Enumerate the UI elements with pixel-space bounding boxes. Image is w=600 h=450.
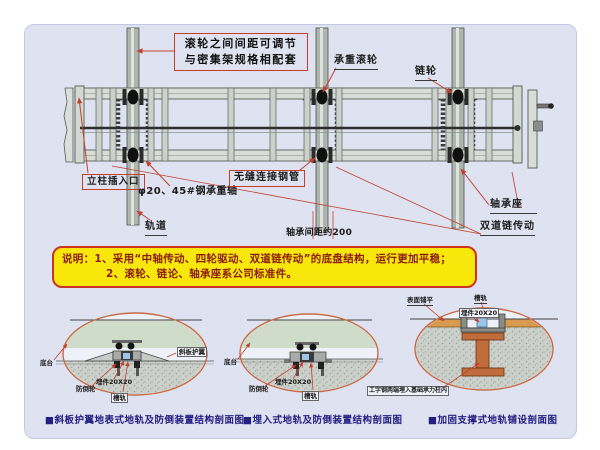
load-rollers	[122, 89, 469, 163]
notice-line1: 说明：1、采用“中轴传动、四轮驱动、双道链传动”的底盘结构，运行更加平稳；	[62, 253, 452, 265]
label-bearing-spacing: 轴承间距约200	[286, 228, 353, 238]
rail-middle	[315, 27, 329, 233]
label-axle-spec: φ20、45#钢承重轴	[138, 186, 238, 197]
label-embedded-base: 底台	[224, 358, 237, 366]
callout-line1: 滚轮之间间距可调节	[184, 37, 298, 50]
drive-chains	[115, 99, 476, 150]
label-reinforced-embed: 埋件20X20	[459, 308, 500, 319]
label-surface-base: 底台	[40, 359, 53, 367]
label-load-roller: 承重滚轮	[334, 55, 378, 70]
label-surface-anti-tilt: 防倒轮	[76, 385, 96, 393]
section-reinforced-rail-art	[410, 301, 558, 391]
label-sprocket: 链轮	[415, 66, 437, 81]
callout-line2: 与密集架规格相配套	[184, 53, 298, 66]
label-track: 轨道	[145, 221, 167, 236]
notice-line2: 2、滚轮、链论、轴承座系公司标准件。	[106, 268, 298, 280]
label-ibeam-note: 工字钢两端埋入基础承力柱内	[367, 386, 450, 396]
label-column-insert: 立柱插入口	[82, 174, 145, 190]
caption-surface-rail: ■斜板护翼地表式地轨及防倒装置结构剖面图	[45, 415, 245, 426]
roller-spacing-callout: 滚轮之间间距可调节 与密集架规格相配套	[174, 33, 308, 71]
section-embedded-rail-art	[235, 313, 383, 393]
caption-embedded-rail: ■埋入式地轨及防倒装置结构剖面图	[243, 415, 403, 426]
chassis-frame	[63, 85, 523, 164]
i-beam	[461, 332, 505, 377]
crank-handle	[527, 89, 554, 169]
bearing-blocks	[113, 89, 478, 161]
caption-reinforced-rail: ■加固支撑式地轨铺设剖面图	[428, 415, 558, 426]
label-surface-embed: 埋件20X20	[96, 378, 133, 386]
rail-left	[126, 27, 140, 226]
label-embedded-anti-tilt: 防倒轮	[249, 385, 269, 393]
label-reinforced-channel: 槽轨	[474, 294, 487, 305]
label-embedded-embed: 埋件20X20	[275, 378, 312, 386]
label-embedded-channel: 槽轨	[302, 391, 319, 402]
leader-lines	[76, 48, 520, 239]
notice-box: 说明：1、采用“中轴传动、四轮驱动、双道链传动”的底盘结构，运行更加平稳； 2、…	[52, 246, 477, 288]
label-steel-tube: 无缝连接钢管	[229, 170, 305, 187]
label-surface-wing: 斜板护翼	[177, 347, 207, 358]
label-reinforced-surface: 表面铺平	[407, 296, 433, 307]
column-end-plate	[63, 87, 74, 163]
label-double-chain: 双道链传动	[480, 221, 535, 236]
label-surface-channel: 槽轨	[111, 393, 128, 404]
label-bearing-seat: 轴承座	[490, 199, 537, 214]
section-surface-rail-art	[53, 312, 214, 396]
